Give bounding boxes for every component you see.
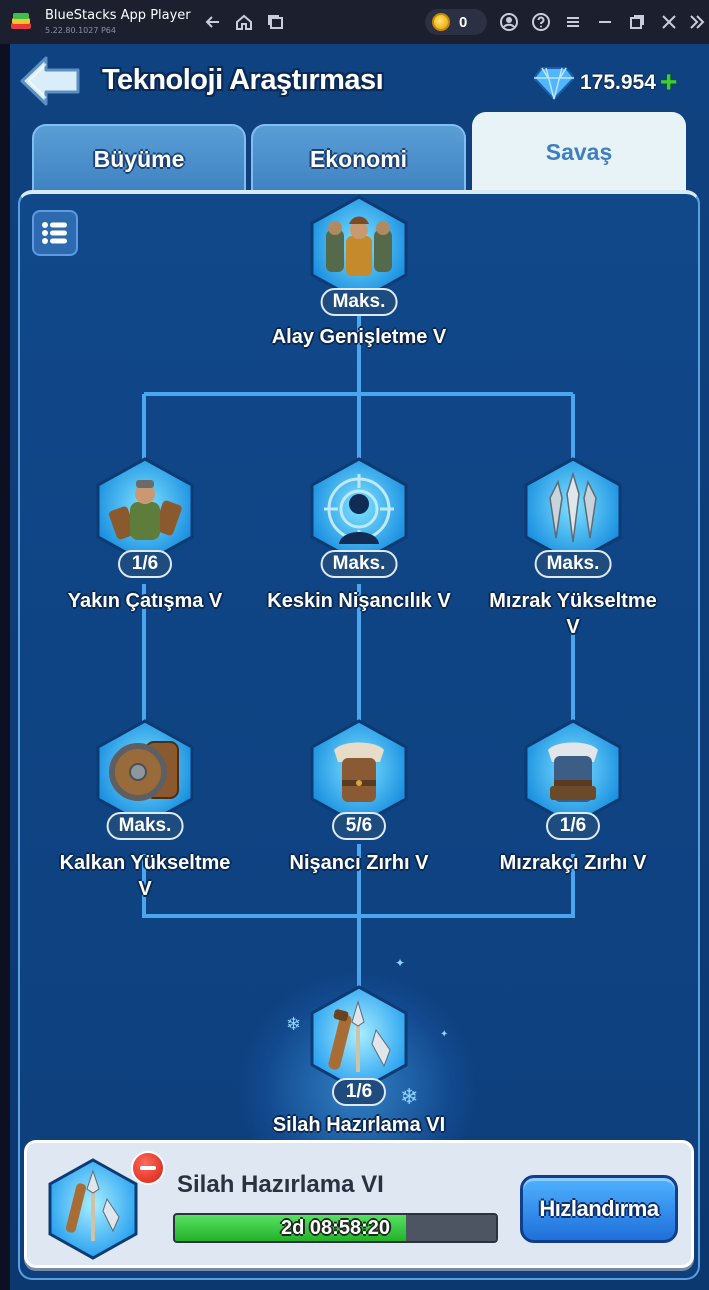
diamond-icon <box>534 67 574 100</box>
tech-node-marksmanship[interactable]: Maks. <box>304 456 414 578</box>
level-badge: 1/6 <box>546 812 600 840</box>
tech-node-label-line1: Mızrak Yükseltme <box>489 590 657 612</box>
account-icon[interactable] <box>498 11 520 33</box>
minimize-icon[interactable] <box>594 11 616 33</box>
soldiers-icon <box>326 216 392 276</box>
list-icon <box>42 222 67 244</box>
game-viewport: Teknoloji Araştırması 175.954 + Büyüme E… <box>10 44 709 1290</box>
level-badge: 1/6 <box>332 1078 386 1106</box>
level-badge: Maks. <box>320 550 398 578</box>
gem-value: 175.954 <box>580 71 656 94</box>
back-button[interactable] <box>16 54 84 108</box>
club-warrior-icon <box>108 480 182 540</box>
tech-node-regiment-expansion[interactable]: Maks. <box>304 194 414 316</box>
shield-icon <box>109 741 179 801</box>
level-badge: Maks. <box>320 288 398 316</box>
tech-node-label: Keskin Nişancılık V <box>267 590 451 612</box>
crosshair-icon <box>324 474 394 544</box>
cancel-research-button[interactable] <box>131 1151 165 1185</box>
leather-armor-icon <box>334 742 384 802</box>
coin-value: 0 <box>459 13 468 31</box>
research-timer: 2d 08:58:20 <box>281 1217 390 1239</box>
emulator-titlebar: BlueStacks App Player 5.22.80.1027 P64 0 <box>0 0 709 44</box>
back-arrow-icon[interactable] <box>202 11 224 33</box>
level-badge: Maks. <box>106 812 184 840</box>
expand-sidebar-icon[interactable] <box>686 11 708 33</box>
weapons-icon <box>328 1000 391 1072</box>
page-title: Teknoloji Araştırması <box>102 64 384 96</box>
emulator-title: BlueStacks App Player <box>45 8 191 23</box>
restore-icon[interactable] <box>626 11 648 33</box>
home-icon[interactable] <box>233 11 255 33</box>
current-research-icon <box>48 1158 138 1260</box>
level-badge: 5/6 <box>332 812 386 840</box>
help-icon[interactable] <box>530 11 552 33</box>
coin-icon <box>432 13 450 31</box>
tech-node-weapon-preparation[interactable]: 1/6 <box>304 984 414 1106</box>
tech-node-spearman-armor[interactable]: 1/6 <box>518 718 628 840</box>
close-icon[interactable] <box>658 11 680 33</box>
chain-armor-icon <box>548 742 598 802</box>
bluestacks-logo-icon <box>11 13 31 29</box>
tech-node-label-line1: Kalkan Yükseltme <box>59 852 231 874</box>
research-progress-bar: 2d 08:58:20 <box>173 1213 498 1243</box>
snowflake-icon: ❄ <box>286 1014 302 1034</box>
list-view-button[interactable] <box>32 210 78 256</box>
tech-node-label: Mızrakçı Zırhı V <box>499 852 647 874</box>
tech-node-label-line2: V <box>138 878 152 900</box>
tech-node-shield-upgrade[interactable]: Maks. <box>90 718 200 840</box>
tech-node-label: Silah Hazırlama VI <box>272 1114 446 1136</box>
tech-node-archer-armor[interactable]: 5/6 <box>304 718 414 840</box>
tech-node-label: Alay Genişletme V <box>271 326 447 348</box>
add-gems-icon[interactable]: + <box>659 66 678 99</box>
tech-node-label: Yakın Çatışma V <box>67 590 223 612</box>
current-research-bar: Silah Hazırlama VI 2d 08:58:20 Hızlandır… <box>24 1140 694 1268</box>
tab-growth[interactable]: Büyüme <box>32 124 246 192</box>
menu-icon[interactable] <box>562 11 584 33</box>
snowflake-icon: ❄ <box>400 1084 419 1109</box>
tech-node-spear-upgrade[interactable]: Maks. <box>518 456 628 578</box>
level-badge: Maks. <box>534 550 612 578</box>
spear-tips-icon <box>549 472 597 543</box>
research-progress-fill <box>175 1215 407 1241</box>
current-research-name: Silah Hazırlama VI <box>177 1171 384 1198</box>
gem-counter: 175.954 + <box>534 66 677 100</box>
tech-node-label: Kalkan Yükseltme V <box>30 850 260 902</box>
tree-connectors <box>142 294 575 989</box>
tech-node-label-line2: V <box>566 616 580 638</box>
speed-up-button[interactable]: Hızlandırma <box>520 1175 678 1243</box>
tech-node-label: Mızrak Yükseltme V <box>458 588 688 640</box>
coin-counter[interactable]: 0 <box>425 9 487 35</box>
tab-war[interactable]: Savaş <box>472 112 686 192</box>
tech-node-label: Nişancı Zırhı V <box>289 852 429 874</box>
tech-node-melee[interactable]: 1/6 <box>90 456 200 578</box>
emulator-version: 5.22.80.1027 P64 <box>45 26 116 35</box>
recent-apps-icon[interactable] <box>265 11 287 33</box>
snowflake-icon: ✦ <box>395 956 406 970</box>
level-badge: 1/6 <box>118 550 172 578</box>
snowflake-icon: ✦ <box>440 1029 449 1040</box>
tab-economy[interactable]: Ekonomi <box>251 124 466 192</box>
